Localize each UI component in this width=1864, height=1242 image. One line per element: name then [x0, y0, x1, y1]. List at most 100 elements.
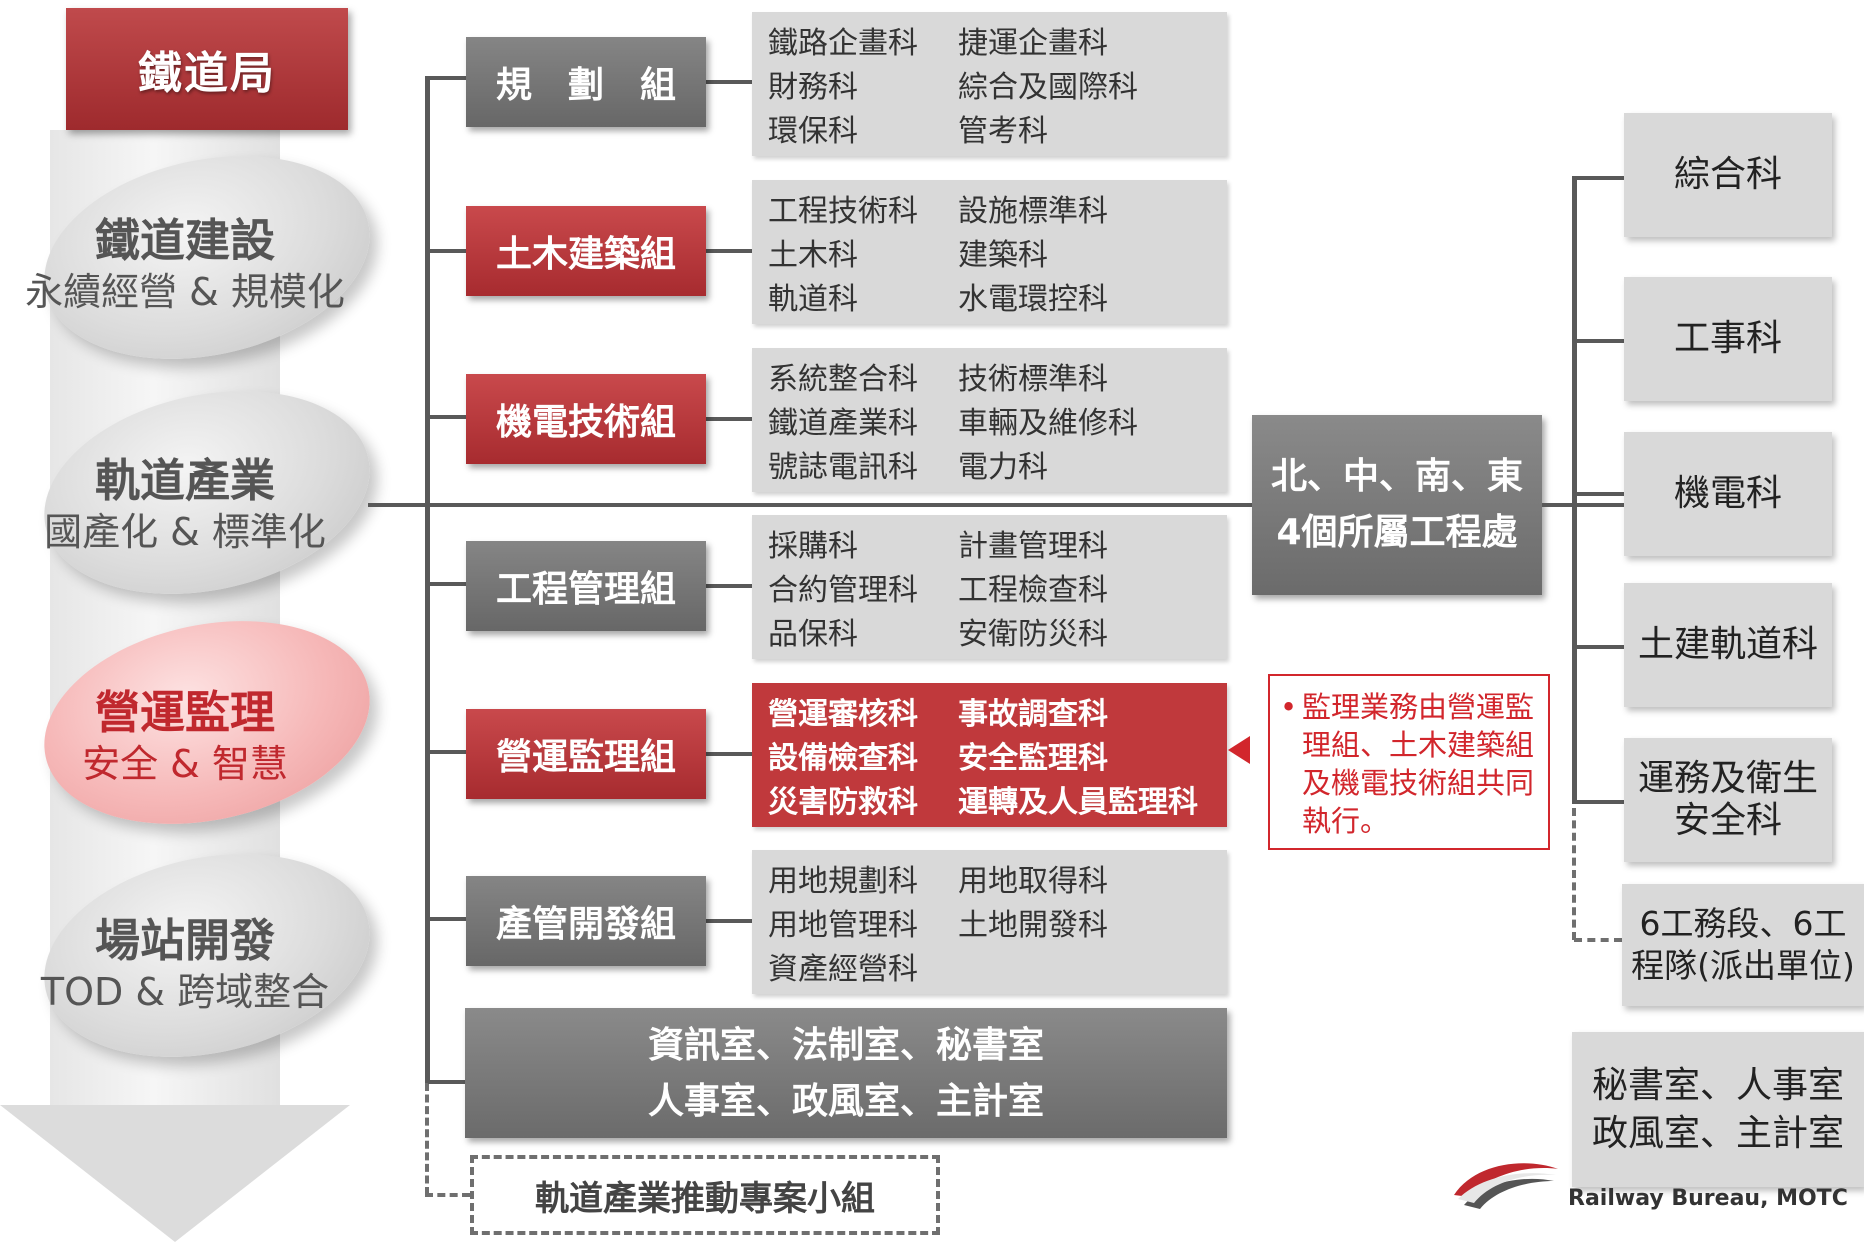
- section-name: 用地取得科: [958, 864, 1108, 899]
- task-force-dashed-branch: [425, 1193, 470, 1197]
- group-name: 機電技術組: [495, 402, 676, 443]
- unit-label: 機電科: [1673, 473, 1782, 514]
- section-name: 電力科: [958, 450, 1048, 485]
- section-name: 鐵路企畫科: [768, 26, 918, 61]
- group-sections-connector: [706, 752, 752, 756]
- section-name: 安全監理科: [958, 741, 1108, 776]
- section-name: 技術標準科: [958, 362, 1108, 397]
- group-planning: 規 劃 組: [466, 37, 706, 127]
- offices-line: 資訊室、法制室、秘書室: [647, 1025, 1044, 1066]
- unit-branch-line: [1574, 645, 1624, 649]
- section-name: 綜合及國際科: [958, 70, 1138, 105]
- section-name: 合約管理科: [768, 573, 918, 608]
- section-name: 用地管理科: [768, 908, 918, 943]
- right-offices-line: 秘書室、人事室: [1591, 1064, 1844, 1106]
- group-sections-connector: [706, 80, 752, 84]
- section-name: 計畫管理科: [958, 529, 1108, 564]
- railway-logo-icon: [1454, 1163, 1558, 1209]
- note-bullet: •: [1280, 690, 1298, 724]
- regions-connector: [1542, 503, 1574, 507]
- group-name: 工程管理組: [495, 569, 676, 610]
- trunk-line: [425, 76, 430, 1083]
- section-name: 土地開發科: [958, 908, 1108, 943]
- section-name: 鐵道產業科: [768, 406, 918, 441]
- group-name: 產管開發組: [495, 904, 676, 945]
- section-name: 土木科: [768, 238, 858, 273]
- branch-line: [428, 582, 466, 586]
- section-name: 捷運企畫科: [958, 26, 1108, 61]
- unit-branch-line: [1574, 176, 1624, 180]
- unit-general-affairs: 綜合科: [1624, 113, 1832, 237]
- task-force-box: 軌道產業推動專案小組: [470, 1155, 940, 1235]
- group-property-development: 產管開發組: [466, 876, 706, 966]
- branch-line: [428, 917, 466, 921]
- pillar-subtitle: 安全 & 智慧: [82, 742, 288, 787]
- pillar-title: 場站開發: [94, 914, 275, 967]
- section-name: 採購科: [768, 529, 858, 564]
- section-name: 建築科: [958, 238, 1048, 273]
- pillar-title: 軌道產業: [94, 454, 275, 507]
- regions-line: 4個所屬工程處: [1276, 512, 1518, 553]
- group-engineering-management: 工程管理組: [466, 541, 706, 631]
- unit-label-line2: 安全科: [1673, 800, 1782, 841]
- pillar-industry: 軌道產業 國產化 & 標準化: [0, 453, 375, 557]
- sections-operation-supervision: 營運審核科 事故調查科 設備檢查科 安全監理科 災害防救科 運轉及人員監理科: [752, 683, 1227, 827]
- pillar-station: 場站開發 TOD & 跨域整合: [0, 913, 375, 1017]
- section-name: 工程檢查科: [958, 573, 1108, 608]
- unit-civil-track: 土建軌道科: [1624, 583, 1832, 707]
- task-force-label: 軌道產業推動專案小組: [535, 1178, 875, 1219]
- sections-electromechanical: 系統整合科 技術標準科 鐵道產業科 車輛及維修科 號誌電訊科 電力科: [752, 348, 1227, 492]
- logo-text: Railway Bureau, MOTC: [1568, 1186, 1848, 1211]
- unit-electromechanical: 機電科: [1624, 432, 1832, 556]
- sections-engineering-management: 採購科 計畫管理科 合約管理科 工程檢查科 品保科 安衛防災科: [752, 515, 1227, 659]
- unit-label: 土建軌道科: [1637, 624, 1818, 665]
- unit-branch-line: [1574, 800, 1624, 804]
- pillar-operation: 營運監理 安全 & 智慧: [0, 685, 375, 789]
- regions-trunk-line: [1572, 176, 1577, 804]
- unit-construction: 工事科: [1624, 277, 1832, 401]
- section-name: 號誌電訊科: [768, 450, 918, 485]
- group-operation-supervision: 營運監理組: [466, 709, 706, 799]
- section-name: 水電環控科: [958, 282, 1108, 317]
- branch-line: [428, 76, 466, 80]
- section-name: 運轉及人員監理科: [958, 785, 1198, 820]
- group-sections-connector: [706, 249, 752, 253]
- group-electromechanical: 機電技術組: [466, 374, 706, 464]
- section-name: 事故調查科: [958, 697, 1108, 732]
- group-sections-connector: [706, 417, 752, 421]
- note-box: • 監理業務由營運監理組、土木建築組及機電技術組共同執行。: [1268, 674, 1550, 850]
- branch-line: [428, 1080, 466, 1084]
- regional-offices-staff-box: 秘書室、人事室 政風室、主計室: [1572, 1032, 1864, 1187]
- group-name: 土木建築組: [495, 234, 676, 275]
- section-name: 設施標準科: [958, 194, 1108, 229]
- section-name: 環保科: [768, 114, 858, 149]
- offices-box: 資訊室、法制室、秘書室 人事室、政風室、主計室: [465, 1008, 1227, 1138]
- pillar-subtitle: 永續經營 & 規模化: [25, 270, 345, 315]
- section-name: 品保科: [768, 617, 858, 652]
- dispatch-line: 程隊(派出單位): [1631, 946, 1855, 985]
- branch-line: [428, 415, 466, 419]
- group-sections-connector: [706, 919, 752, 923]
- section-name: 災害防救科: [768, 785, 918, 820]
- group-name: 營運監理組: [495, 737, 676, 778]
- section-name: 用地規劃科: [768, 864, 918, 899]
- section-name: 資產經營科: [768, 952, 918, 987]
- dispatch-line: 6工務段、6工: [1639, 904, 1847, 943]
- progress-arrow-head: [0, 1105, 350, 1242]
- regions-line: 北、中、南、東: [1270, 456, 1523, 497]
- unit-branch-line: [1574, 339, 1624, 343]
- pillar-construction: 鐵道建設 永續經營 & 規模化: [0, 213, 375, 317]
- main-horizontal-line: [368, 503, 1626, 507]
- section-name: [958, 950, 1227, 994]
- note-text: 監理業務由營運監理組、土木建築組及機電技術組共同執行。: [1302, 690, 1535, 838]
- bureau-title: 鐵道局: [138, 48, 276, 99]
- task-force-dashed-line: [425, 1083, 429, 1195]
- pillar-title: 營運監理: [94, 686, 275, 739]
- offices-line: 人事室、政風室、主計室: [647, 1081, 1044, 1122]
- pillar-subtitle: TOD & 跨域整合: [40, 970, 330, 1015]
- sections-planning: 鐵路企畫科 捷運企畫科 財務科 綜合及國際科 環保科 管考科: [752, 12, 1227, 156]
- group-sections-connector: [706, 584, 752, 588]
- branch-line: [428, 249, 466, 253]
- section-name: 系統整合科: [768, 362, 918, 397]
- dispatch-dashed-branch: [1574, 938, 1622, 942]
